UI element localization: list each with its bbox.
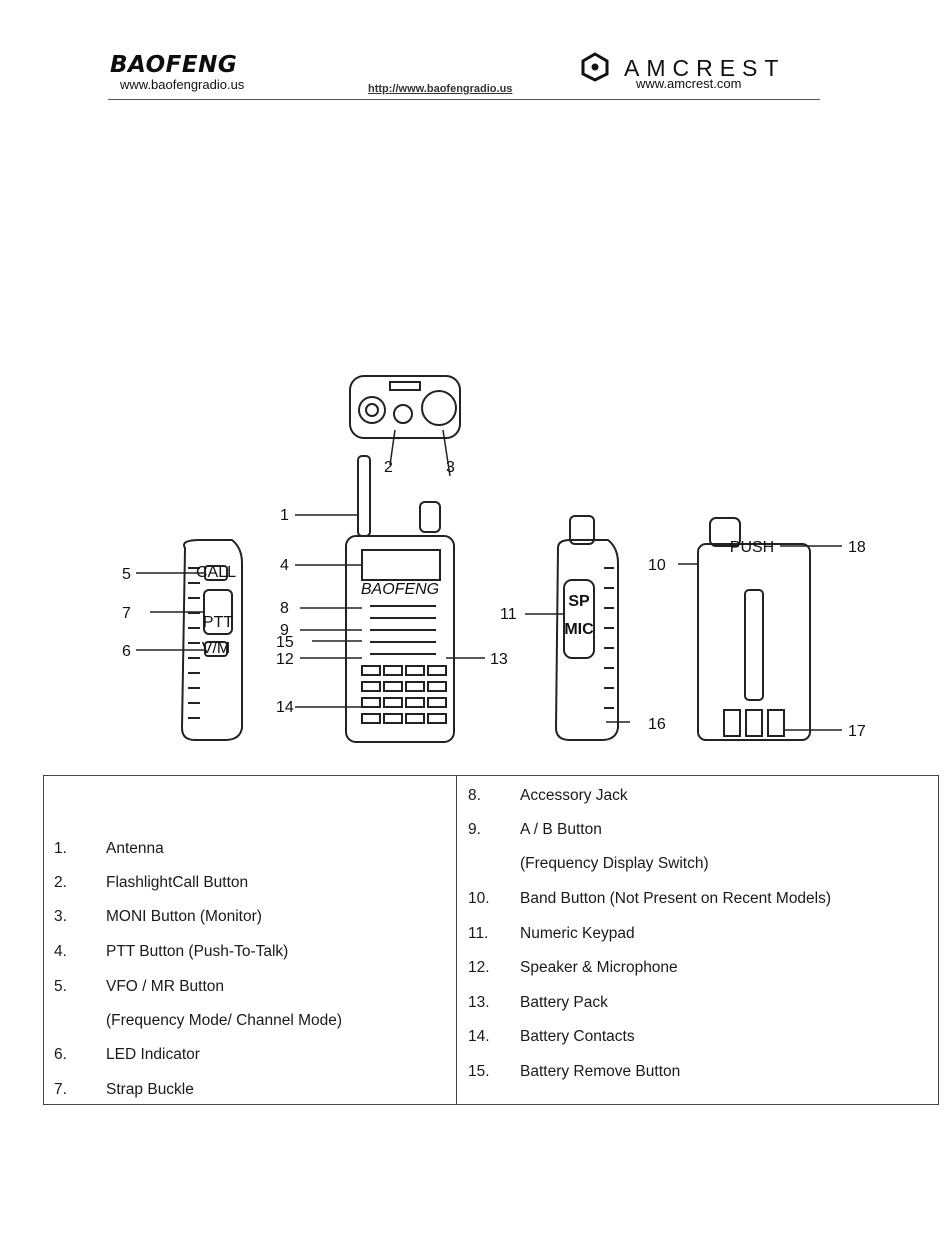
callout-17: 17 xyxy=(848,723,866,740)
callout-14: 14 xyxy=(276,699,294,716)
legend-table xyxy=(43,775,939,1105)
device-call-label: CALL xyxy=(196,564,236,581)
callout-4: 4 xyxy=(280,557,289,574)
callout-5: 5 xyxy=(122,566,131,583)
callout-2: 2 xyxy=(384,459,393,476)
callout-9: 9 xyxy=(280,622,289,639)
callout-15: 15 xyxy=(276,634,294,651)
callout-7: 7 xyxy=(122,605,131,622)
device-sp-label: SP xyxy=(568,593,590,610)
device-push-label: PUSH xyxy=(730,539,774,556)
callout-12: 12 xyxy=(276,651,294,668)
right-side-view-illustration xyxy=(554,515,619,741)
device-mic-label: MIC xyxy=(564,621,594,638)
radio-diagram: CALL PTT V/M BAOFENG SP MIC PUSH 1 2 3 4… xyxy=(122,375,866,743)
amcrest-logo-icon xyxy=(581,52,609,82)
amcrest-url[interactable]: www.amcrest.com xyxy=(636,76,742,91)
device-vm-label: V/M xyxy=(202,640,230,657)
device-brand-label: BAOFENG xyxy=(361,581,439,598)
front-view-illustration xyxy=(345,455,455,743)
callout-13: 13 xyxy=(490,651,508,668)
baofeng-url[interactable]: www.baofengradio.us xyxy=(120,77,245,92)
callout-16: 16 xyxy=(648,716,666,733)
device-ptt-label: PTT xyxy=(203,614,233,631)
back-view-illustration xyxy=(697,517,811,741)
top-view-illustration xyxy=(349,375,461,439)
baofeng-logo: BAOFENG xyxy=(110,52,238,78)
callout-10: 10 xyxy=(648,557,666,574)
amcrest-logo: AMCREST xyxy=(624,55,786,81)
callout-11: 11 xyxy=(500,606,517,623)
callout-8: 8 xyxy=(280,600,289,617)
callout-6: 6 xyxy=(122,643,131,660)
legend-column-divider xyxy=(456,775,457,1105)
callout-18: 18 xyxy=(848,539,866,556)
callout-1: 1 xyxy=(280,507,289,524)
header-divider xyxy=(108,99,820,100)
center-url-link[interactable]: http://www.baofengradio.us xyxy=(368,83,513,95)
callout-3: 3 xyxy=(446,459,455,476)
